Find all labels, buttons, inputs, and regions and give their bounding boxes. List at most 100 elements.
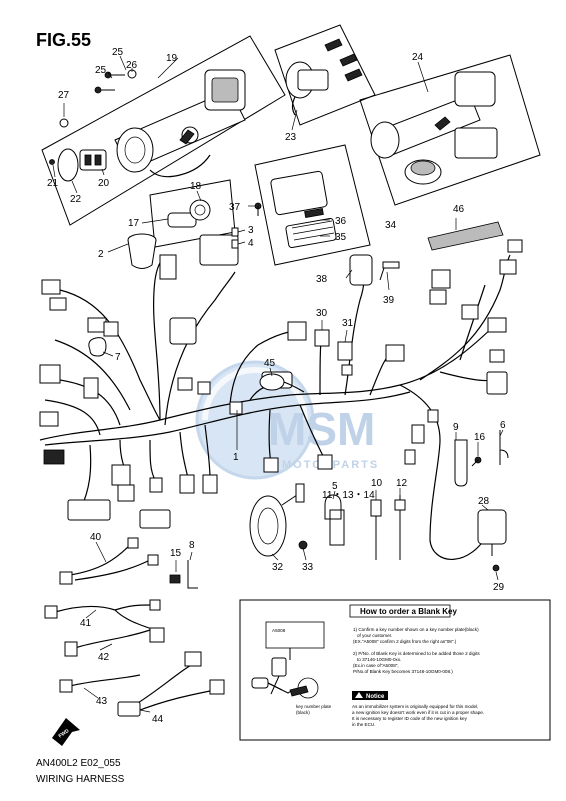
figure-title: FIG.55 [36,30,92,50]
figure-name: WIRING HARNESS [36,774,125,785]
clamp-8 [187,560,198,589]
switch-assembly-box-19 [41,35,286,226]
horn-32 [249,483,305,557]
fwd-label: FWD [58,728,71,740]
leader-lines [52,55,504,713]
key-icon: A5008 [251,621,325,699]
harness-connectors [39,234,523,529]
tape-46 [427,221,504,251]
notice-line4: in the ECU. [352,722,376,727]
callout-29: 29 [493,582,505,593]
callout-40: 40 [90,532,102,543]
callout-25-upper: 25 [112,47,124,58]
callout-12: 12 [396,478,408,489]
clip-4 [231,239,239,249]
clip-6 [499,430,509,465]
nut-33 [298,540,308,550]
notice-title: Notice [366,694,385,700]
callout-10: 10 [371,478,383,489]
callout-33: 33 [302,562,314,573]
callout-41: 41 [80,618,92,629]
callout-numbers: 19 25 25 26 27 21 22 20 23 24 18 17 2 3 … [47,47,506,725]
screw-37 [254,202,262,216]
switch-box-23 [274,24,376,126]
key-tag-number: A5008 [272,628,286,633]
cable-tie-10 [370,499,382,560]
callout-31: 31 [342,318,354,329]
callout-27: 27 [58,90,70,101]
immobilizer-box-18 [149,179,236,248]
grommet-2 [127,233,157,269]
callout-44: 44 [152,714,164,725]
step1-line3: (EX."A5008" confirm 2 digits from the ri… [353,639,457,644]
callout-22: 22 [70,194,82,205]
sub-harness-42 [64,629,151,657]
callout-8: 8 [189,540,195,551]
callout-36: 36 [335,216,347,227]
callout-19: 19 [166,53,178,64]
bracket-9 [454,439,468,487]
callout-9: 9 [453,422,459,433]
callout-20: 20 [98,178,110,189]
callout-35: 35 [335,232,347,243]
callout-32: 32 [272,562,284,573]
info-box-title: How to order a Blank Key [360,607,457,616]
callout-5: 5 [332,481,338,492]
callout-42: 42 [98,652,110,663]
notice-line3: It is necessary to register ID code of t… [352,716,468,721]
sub-harness-43 [59,674,141,693]
callout-15: 15 [170,548,182,559]
plate-label-2: (black) [296,710,310,715]
plate-label-1: key number plate [296,704,332,709]
clamp-11-13-14 [329,509,345,546]
callout-3: 3 [248,225,254,236]
screw-29 [492,564,500,572]
callout-30: 30 [316,308,328,319]
bolt-15 [169,574,181,584]
callout-28: 28 [478,496,490,507]
callout-1: 1 [233,452,239,463]
callout-34: 34 [385,220,397,231]
step2-line4: P/No.of Blank Key becomes 37146-10GM0-00… [353,669,453,674]
callout-38: 38 [316,274,328,285]
forward-arrow-icon: FWD [52,718,80,746]
callout-17: 17 [128,218,140,229]
relay-28 [477,509,507,556]
callout-23: 23 [285,132,297,143]
step2-line2: to 37146-10GM0-0xx. [357,657,401,662]
sensor-45 [259,373,305,393]
clip-3 [231,227,239,237]
callout-4: 4 [248,238,254,249]
cable-tie-12 [394,495,406,560]
warning-icon [355,692,363,698]
clamp-7 [88,337,107,357]
screw-16 [471,456,482,467]
callout-25-lower: 25 [95,65,107,76]
sub-harness-44 [117,651,225,717]
step2-line3: (Ex.in case of"A5008", [353,663,399,668]
callout-18: 18 [190,181,202,192]
watermark-brand: MSM [268,403,375,455]
sub-harness-41 [44,599,165,643]
sub-harness-40 [59,537,159,585]
callout-45: 45 [264,358,276,369]
callout-21: 21 [47,178,59,189]
figure-code: AN400L2 E02_055 [36,758,121,769]
switch-box-24 [359,54,541,206]
callout-24: 24 [412,52,424,63]
callout-26: 26 [126,60,138,71]
callout-46: 46 [453,204,465,215]
notice-line1: As an immobilizer system is originally e… [352,704,478,709]
notice-line2: a new ignition key doesn't work even if … [352,710,484,715]
bolt-39 [379,261,400,281]
blank-key-info-box: How to order a Blank Key A5008 key numbe… [239,599,551,741]
callout-11-13-14: 11・13・14 [322,490,375,501]
callout-39: 39 [383,295,395,306]
step1-line2: of your customer. [357,633,392,638]
callout-16: 16 [474,432,486,443]
callout-6: 6 [500,420,506,431]
watermark: MSM MOTORPARTS [195,360,377,480]
step1-line1: 1) Confirm a key number shown on a key n… [353,627,479,632]
